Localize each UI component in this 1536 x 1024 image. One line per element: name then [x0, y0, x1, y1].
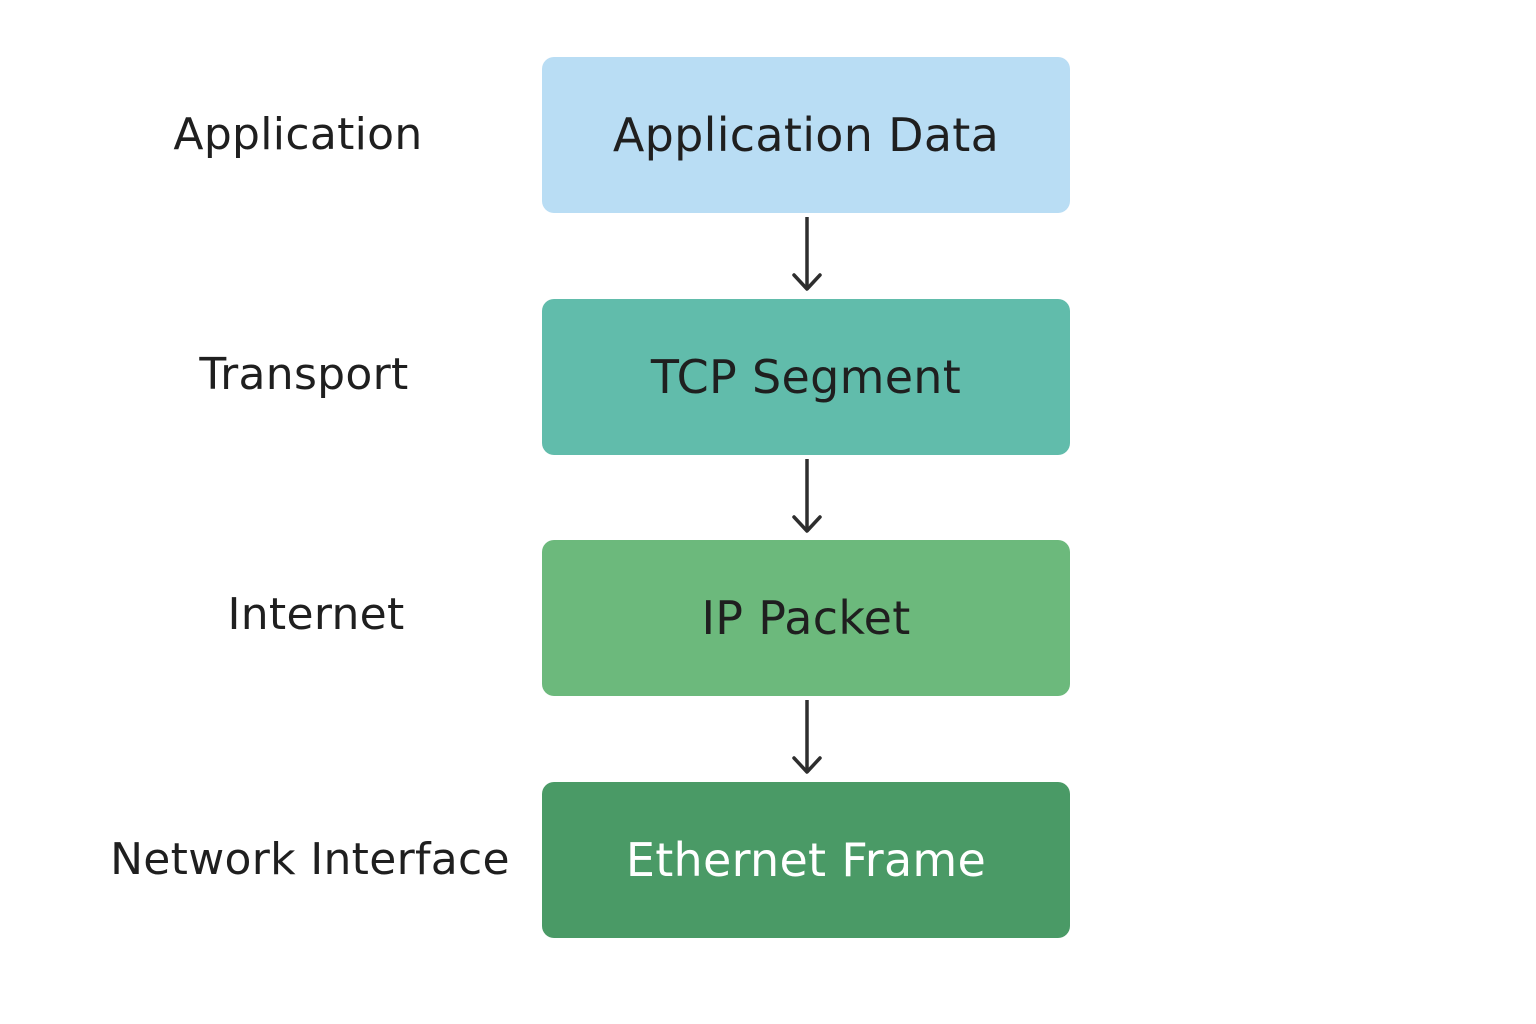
pdu-box-application-data: Application Data: [542, 57, 1070, 213]
pdu-label-tcp-segment: TCP Segment: [650, 350, 962, 404]
layer-label-internet: Internet: [227, 589, 405, 640]
arrow-down-icon: [792, 700, 822, 774]
pdu-label-ip-packet: IP Packet: [701, 591, 911, 645]
pdu-box-tcp-segment: TCP Segment: [542, 299, 1070, 455]
pdu-label-ethernet-frame: Ethernet Frame: [625, 833, 987, 887]
layer-label-application: Application: [173, 109, 423, 160]
pdu-label-application-data: Application Data: [612, 108, 1000, 162]
pdu-box-ethernet-frame: Ethernet Frame: [542, 782, 1070, 938]
arrow-down-icon: [792, 459, 822, 533]
arrow-down-icon: [792, 217, 822, 291]
layer-label-transport: Transport: [199, 349, 409, 400]
layer-label-network-interface: Network Interface: [110, 834, 510, 885]
pdu-box-ip-packet: IP Packet: [542, 540, 1070, 696]
